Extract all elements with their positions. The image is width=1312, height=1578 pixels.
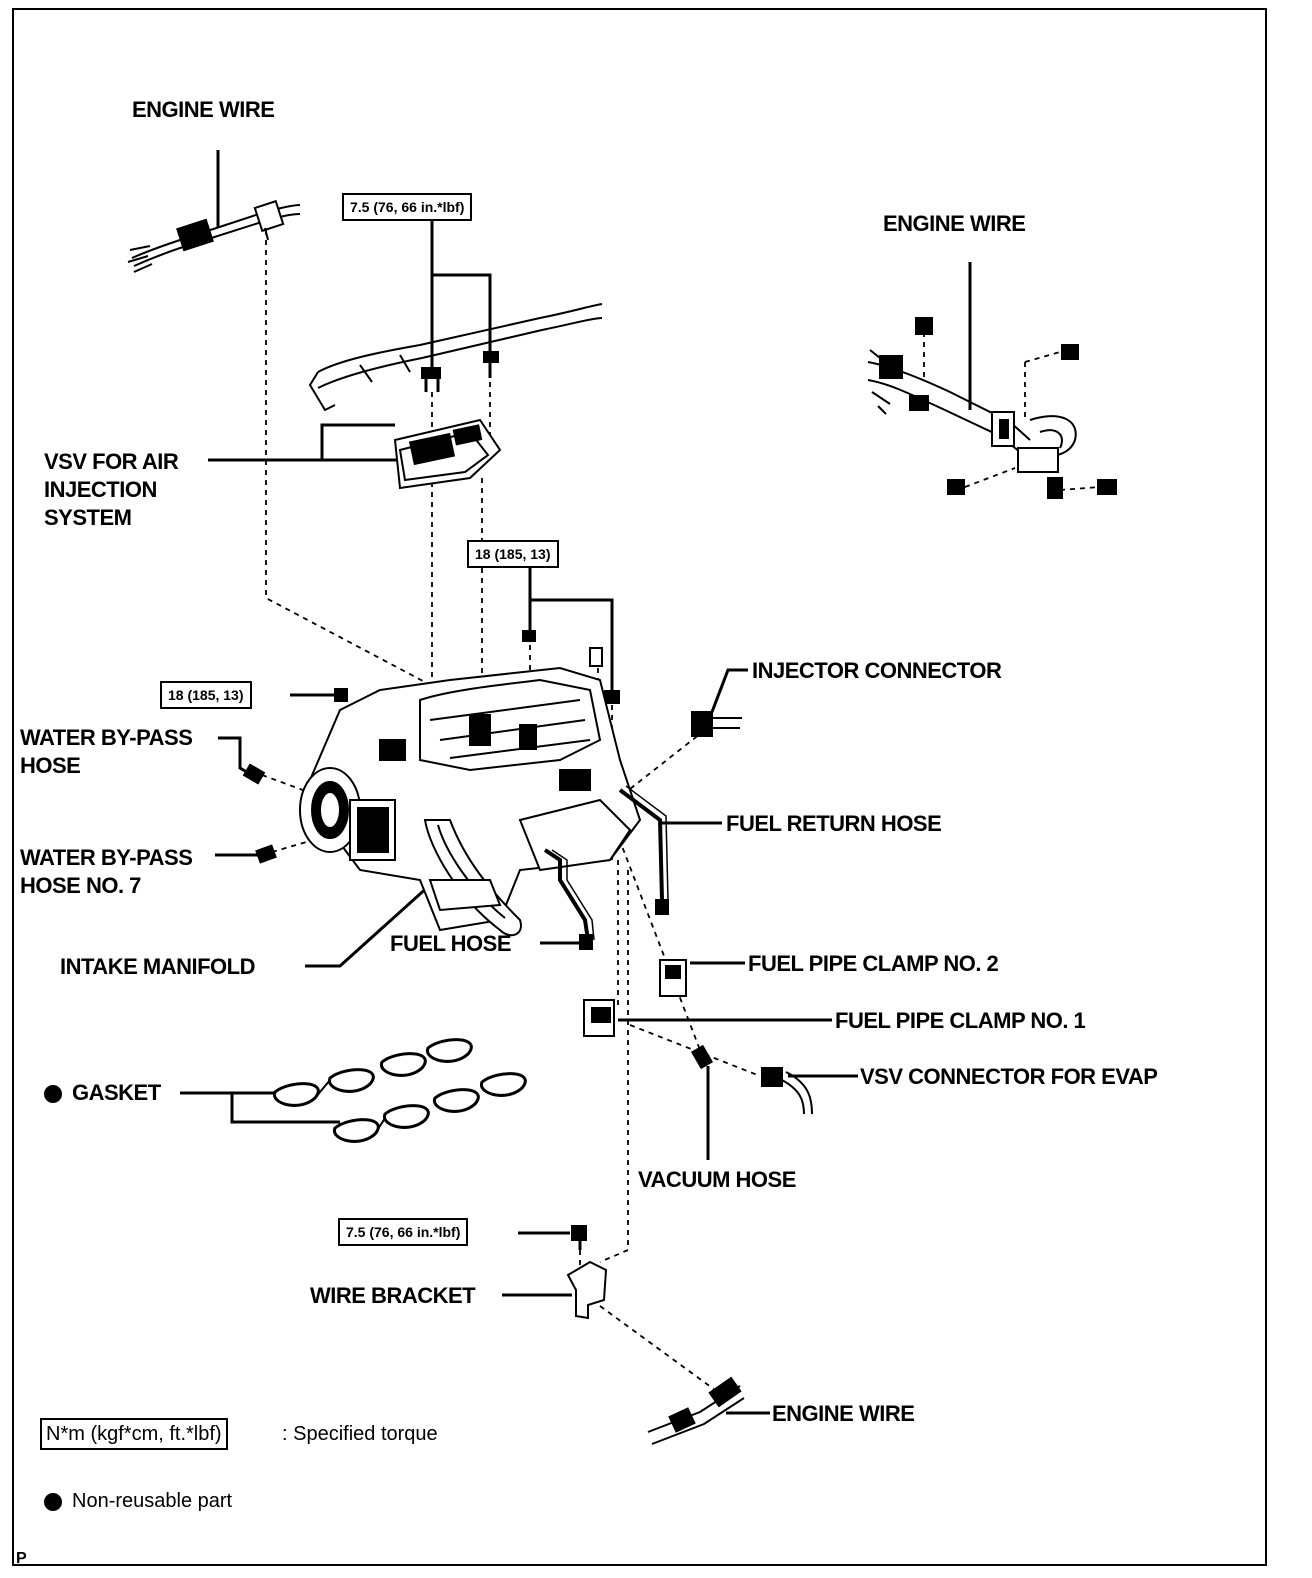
label-fuel-hose: FUEL HOSE <box>390 931 512 956</box>
label-fuel-pipe-clamp-no2: FUEL PIPE CLAMP NO. 2 <box>748 951 999 976</box>
legend-torque-box: N*m (kgf*cm, ft.*lbf) <box>40 1418 228 1450</box>
non-reusable-legend-dot-icon <box>44 1492 62 1511</box>
label-vacuum-hose: VACUUM HOSE <box>638 1167 796 1192</box>
vacuum-and-evap-parts <box>690 1044 813 1115</box>
label-gasket: GASKET <box>44 1079 161 1107</box>
label-water-bypass-hose-no7: WATER BY-PASS HOSE NO. 7 <box>20 845 193 898</box>
leader-vsv-torque <box>430 218 492 370</box>
legend-non-reusable-text: Non-reusable part <box>72 1490 233 1512</box>
label-engine-wire-right: ENGINE WIRE <box>883 211 1026 236</box>
torque-box-manifold-right: 18 (185, 13) <box>467 540 559 568</box>
corner-mark: P <box>16 1550 27 1567</box>
label-vsv-air-injection: VSV FOR AIR INJECTION SYSTEM <box>44 449 179 530</box>
label-engine-wire-top: ENGINE WIRE <box>132 97 275 122</box>
label-fuel-return-hose: FUEL RETURN HOSE <box>726 811 942 836</box>
manifold-fasteners <box>334 630 620 704</box>
leader-vsv-air <box>208 423 395 462</box>
label-vsv-connector-evap: VSV CONNECTOR FOR EVAP <box>860 1064 1158 1089</box>
engine-wire-top-part <box>127 199 301 273</box>
fuel-pipe-clamps <box>583 959 687 1037</box>
wire-bracket-part <box>566 1225 608 1320</box>
torque-box-vsv: 7.5 (76, 66 in.*lbf) <box>342 193 473 221</box>
leader-gasket <box>180 1091 340 1124</box>
vsv-air-injection-part <box>308 303 603 490</box>
gaskets-part <box>273 1038 527 1143</box>
diagram-frame <box>12 8 1267 1566</box>
engine-wire-right-part <box>867 317 1117 499</box>
legend-torque-desc: : Specified torque <box>282 1423 438 1445</box>
torque-box-wire-bracket: 7.5 (76, 66 in.*lbf) <box>338 1218 469 1246</box>
leader-injector <box>710 668 748 713</box>
label-engine-wire-bottom: ENGINE WIRE <box>772 1401 915 1426</box>
leader-manifold-torque-right <box>528 568 614 690</box>
label-intake-manifold: INTAKE MANIFOLD <box>60 954 255 979</box>
label-gasket-text: GASKET <box>72 1080 161 1105</box>
non-reusable-dot-icon <box>44 1085 62 1104</box>
label-injector-connector: INJECTOR CONNECTOR <box>752 658 1002 683</box>
injector-connector-part <box>691 711 742 737</box>
water-bypass-parts <box>242 763 277 864</box>
intake-manifold-part <box>299 666 669 950</box>
engine-wire-bottom-part <box>647 1376 745 1445</box>
leader-intake-manifold <box>305 883 432 968</box>
torque-box-manifold-left: 18 (185, 13) <box>160 681 252 709</box>
label-water-bypass-hose: WATER BY-PASS HOSE <box>20 725 193 778</box>
legend-non-reusable: Non-reusable part <box>44 1487 232 1515</box>
label-fuel-pipe-clamp-no1: FUEL PIPE CLAMP NO. 1 <box>835 1008 1086 1033</box>
label-wire-bracket: WIRE BRACKET <box>310 1283 476 1308</box>
